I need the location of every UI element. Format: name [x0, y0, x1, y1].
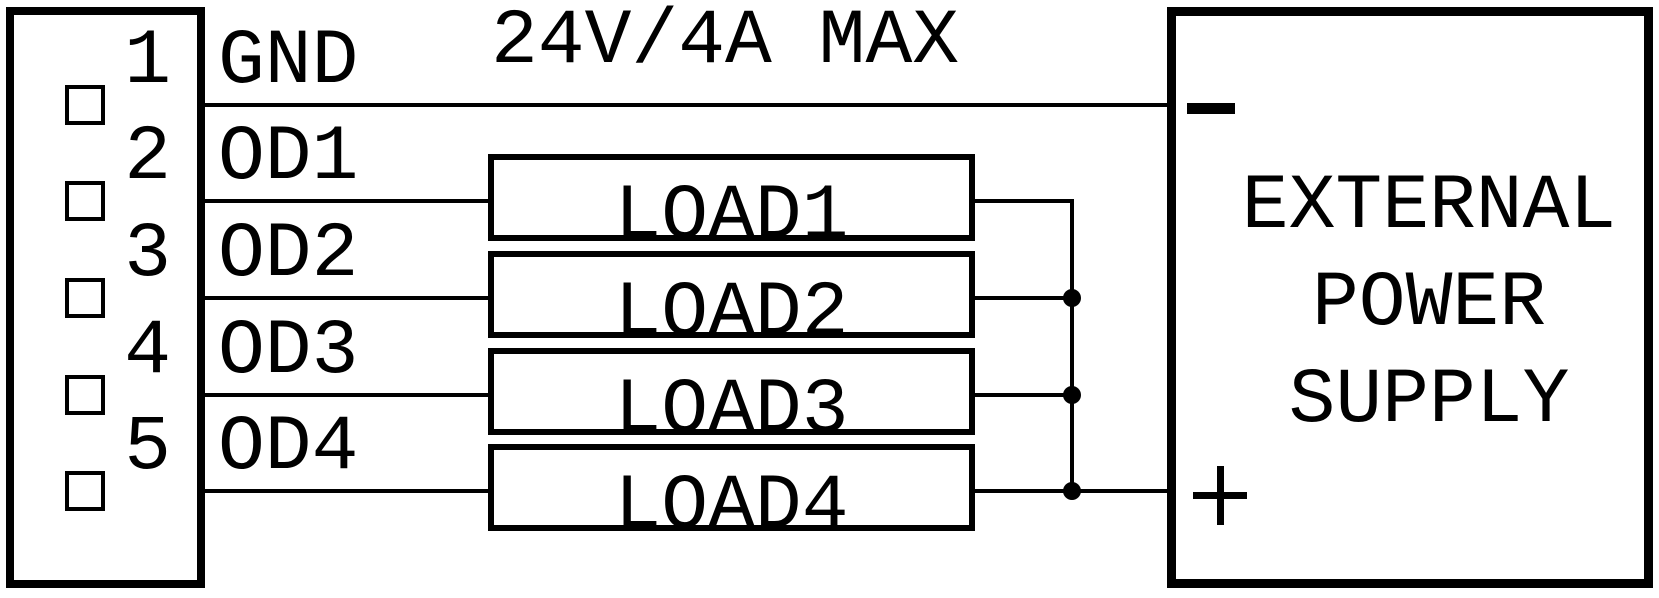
load-label-3: LOAD3: [614, 367, 849, 455]
power-supply-name-line-1: EXTERNAL: [1241, 163, 1617, 251]
power-supply-box: [1167, 7, 1653, 588]
pin-contact-5: [65, 471, 105, 511]
pin-contact-2: [65, 181, 105, 221]
pin-number-4: 4: [124, 308, 171, 396]
load-box-4: LOAD4: [488, 444, 975, 546]
pin-label-od1: OD1: [218, 114, 359, 202]
wire-od4: [105, 489, 490, 493]
junction-dot-load3: [1063, 386, 1081, 404]
junction-dot-load2: [1063, 289, 1081, 307]
wire-od1: [105, 199, 490, 203]
pin-contact-1: [65, 85, 105, 125]
load-label-4: LOAD4: [614, 463, 849, 551]
pin-number-5: 5: [124, 404, 171, 492]
load-label-1: LOAD1: [614, 173, 849, 261]
wire-load1-out: [975, 199, 1074, 203]
pin-number-3: 3: [124, 211, 171, 299]
wire-load2-out: [975, 296, 1074, 300]
pin-number-1: 1: [124, 18, 171, 106]
wire-gnd: [105, 103, 1167, 107]
junction-dot-load4: [1063, 482, 1081, 500]
load-box-1: LOAD1: [488, 154, 975, 256]
rating-label: 24V/4A MAX: [491, 0, 960, 86]
wire-od2: [105, 296, 490, 300]
bus-wire: [1070, 199, 1074, 493]
power-supply-name-line-3: SUPPLY: [1288, 357, 1570, 445]
wire-load3-out: [975, 393, 1074, 397]
load-label-2: LOAD2: [614, 270, 849, 358]
power-supply-name-line-2: POWER: [1311, 260, 1547, 348]
load-box-2: LOAD2: [488, 251, 975, 353]
pin-label-od3: OD3: [218, 308, 359, 396]
pin-contact-4: [65, 375, 105, 415]
pin-contact-3: [65, 278, 105, 318]
connector-box: [6, 7, 205, 588]
power-supply-name: EXTERNAL POWER SUPPLY: [1186, 159, 1659, 450]
pin-label-gnd: GND: [218, 18, 359, 106]
load-box-3: LOAD3: [488, 348, 975, 450]
pin-label-od4: OD4: [218, 404, 359, 492]
pin-label-od2: OD2: [218, 211, 359, 299]
pin-number-2: 2: [124, 114, 171, 202]
wire-od3: [105, 393, 490, 397]
